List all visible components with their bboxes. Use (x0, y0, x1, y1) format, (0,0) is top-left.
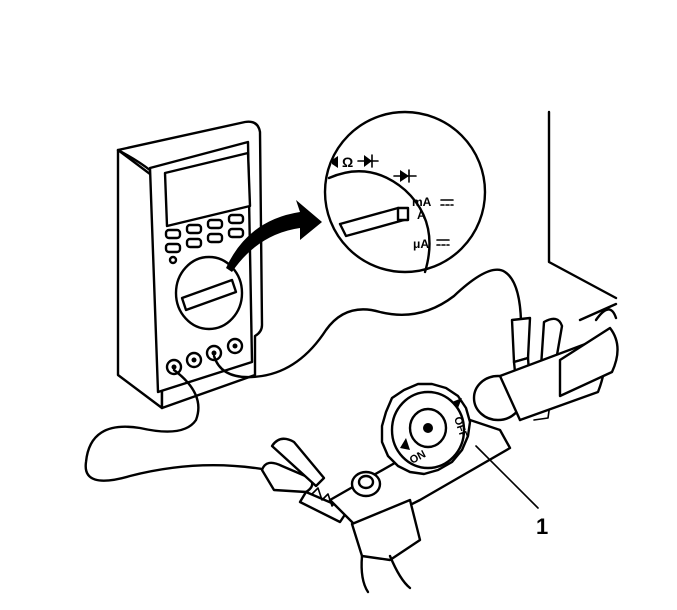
callout-number: 1 (536, 514, 548, 539)
diode-icon-2 (393, 169, 417, 183)
ignition-switch: ON OFF (380, 382, 472, 476)
dial-zoom-circle: Ω mA A μA (323, 110, 487, 274)
lower-bracket (350, 498, 422, 562)
key-3 (206, 218, 224, 230)
multimeter-rotary-dial (174, 255, 244, 331)
dc-symbol-2 (436, 239, 450, 246)
multimeter (116, 120, 264, 410)
red-lead-wire (212, 268, 523, 379)
zoom-arrow (226, 200, 322, 272)
power-key (168, 255, 178, 265)
on-arrow (400, 438, 410, 450)
milliamp-label: mA (412, 195, 432, 209)
black-lead-wire (84, 368, 270, 482)
microamp-label: μA (413, 237, 429, 251)
multimeter-keypad (164, 213, 245, 265)
multimeter-display (163, 151, 252, 228)
diode-icon (357, 154, 379, 168)
key-2 (185, 223, 203, 235)
key-8 (227, 227, 245, 239)
key-1 (164, 228, 182, 240)
key-4 (227, 213, 245, 225)
callout-1: 1 (475, 445, 548, 539)
callout-leader (475, 445, 539, 509)
ohm-symbol: Ω (342, 154, 353, 170)
speaker-icon (332, 156, 338, 168)
amp-label: A (417, 208, 426, 222)
dial-range-arc (327, 170, 431, 274)
off-arrow (452, 398, 462, 408)
multimeter-input-jacks (165, 337, 244, 376)
test-leads (84, 268, 523, 482)
key-6 (185, 237, 203, 249)
key-5 (164, 242, 182, 254)
dial-pointer (180, 278, 238, 312)
switch-assembly: ON OFF (328, 302, 619, 594)
key-7 (206, 232, 224, 244)
alligator-clip-left (260, 437, 350, 524)
dc-symbol-1 (440, 199, 454, 206)
right-shaft (558, 326, 619, 398)
vehicle-panel-outline (547, 110, 618, 300)
